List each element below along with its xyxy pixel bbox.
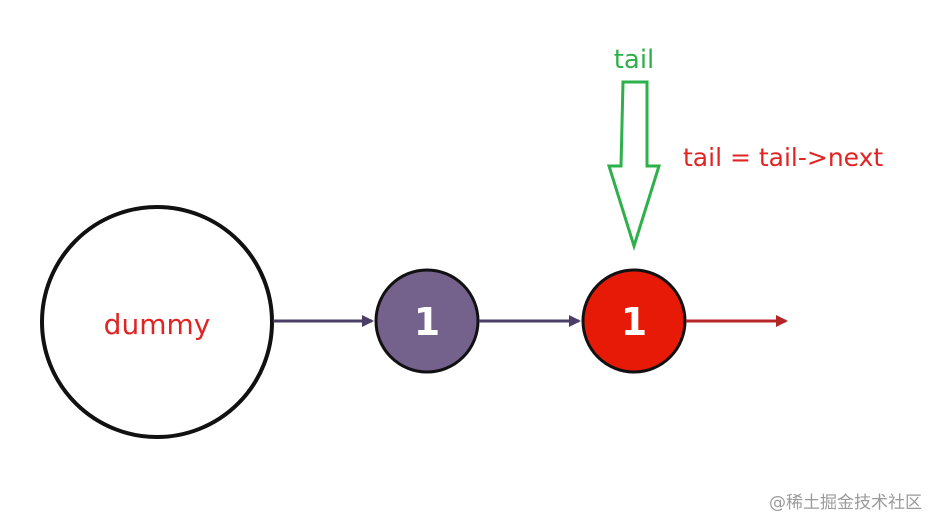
first-node: 1 <box>374 268 480 374</box>
tail-pointer-arrow-icon <box>606 80 662 252</box>
tail-pointer-label: tail <box>614 45 655 75</box>
dummy-node-circle <box>40 205 274 439</box>
assignment-text: tail = tail->next <box>683 143 883 172</box>
second-node: 1 <box>581 268 687 374</box>
dummy-node-label: dummy <box>104 308 211 341</box>
first-node-value: 1 <box>414 300 440 344</box>
second-node-circle <box>581 268 687 374</box>
first-node-circle <box>374 268 480 374</box>
dummy-node: dummy <box>40 205 274 439</box>
watermark-text: @稀土掘金技术社区 <box>769 493 922 513</box>
second-node-value: 1 <box>621 300 647 344</box>
